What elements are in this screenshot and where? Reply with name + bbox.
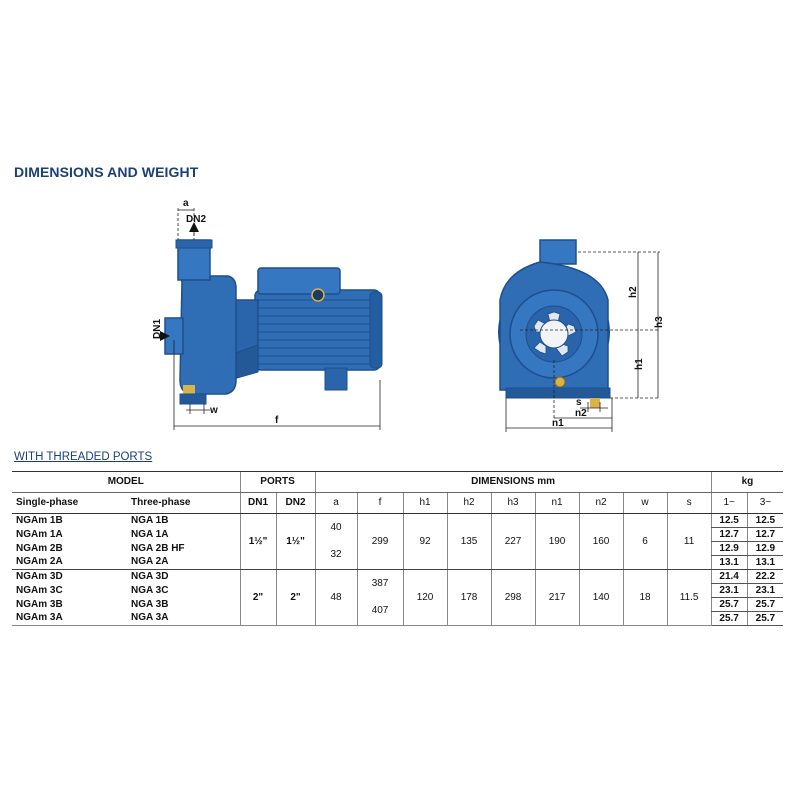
header-dimensions: DIMENSIONS mm [314,471,712,493]
g1-a-top: 40 [314,513,358,542]
single-phase-model: NGAm 1B [16,514,63,526]
single-phase-model: NGAm 2B [16,542,63,554]
header-dn1: DN1 [239,492,277,514]
single-phase-model: NGAm 2A [12,555,127,570]
kg-single: 12.7 [710,527,748,542]
header-n2: n2 [578,492,624,514]
page-title: DIMENSIONS AND WEIGHT [14,164,199,180]
label-h1: h1 [634,358,645,370]
table-row: NGAm 1A NGA 1A 12.7 12.7 [12,527,784,542]
label-s: s [576,397,582,408]
three-phase-model: NGA 1A [131,528,169,540]
g2-h1: 120 [402,569,448,626]
kg-three: 13.1 [746,555,784,570]
header-three-phase: Three-phase [127,492,241,514]
kg-three: 23.1 [746,583,784,598]
g1-h2: 135 [446,513,492,570]
header-w: w [622,492,668,514]
single-phase-model: NGAm 3A [12,611,127,626]
header-s: s [666,492,712,514]
header-ports: PORTS [239,471,316,493]
g2-s: 11.5 [666,569,712,626]
kg-three: 25.7 [746,597,784,612]
kg-three: 22.2 [746,569,784,584]
table-row: NGAm 3C NGA 3C 23.1 23.1 [12,583,784,598]
header-a: a [314,492,358,514]
g2-n2: 140 [578,569,624,626]
three-phase-model: NGA 2A [127,555,241,570]
kg-single: 12.9 [710,541,748,556]
label-dn2: DN2 [186,214,206,225]
single-phase-model: NGAm 3C [16,584,63,596]
three-phase-model: NGA 1B [131,514,169,526]
g2-n1: 217 [534,569,580,626]
label-dn1: DN1 [152,319,163,339]
label-h3: h3 [654,316,665,328]
header-h2: h2 [446,492,492,514]
kg-three: 12.7 [746,527,784,542]
pump-side-view: a DN2 DN1 w f [152,198,383,430]
table-row: NGAm 1B NGA 1B 1½" 1½" 40 299 92 135 227… [12,513,784,570]
label-a: a [183,198,189,209]
g2-f-top: 387 [356,569,404,598]
table-row: NGAm 3D NGA 3D 2" 2" 48 387 120 178 298 … [12,569,784,626]
three-phase-model: NGA 3D [131,570,169,582]
pump-front-view: h2 h3 h1 s n2 n1 [498,239,665,432]
kg-single: 21.4 [710,569,748,584]
label-w: w [209,405,218,416]
kg-three: 12.5 [746,513,784,528]
g1-n1: 190 [534,513,580,570]
kg-three: 25.7 [746,611,784,626]
g2-a: 48 [314,569,358,626]
g1-s: 11 [666,513,712,570]
label-n2: n2 [575,408,587,419]
g1-dn2: 1½" [275,513,316,570]
g2-w: 18 [622,569,668,626]
header-h1: h1 [402,492,448,514]
kg-single: 25.7 [710,611,748,626]
header-f: f [356,492,404,514]
g2-f-bottom: 407 [356,597,404,626]
table-row: NGAm 2B NGA 2B HF 32 12.9 12.9 [12,541,784,570]
g1-w: 6 [622,513,668,570]
g2-dn2: 2" [275,569,316,626]
label-f: f [275,415,279,426]
single-phase-model: NGAm 3B [16,598,63,610]
kg-single: 13.1 [710,555,748,570]
kg-three: 12.9 [746,541,784,556]
single-phase-model: NGAm 3D [16,570,63,582]
g1-a-bottom: 32 [314,541,358,570]
header-single-phase: Single-phase [12,492,127,514]
g1-dn1: 1½" [239,513,277,570]
header-dn2: DN2 [275,492,316,514]
three-phase-model: NGA 3C [131,584,169,596]
kg-single: 12.5 [710,513,748,528]
header-h3: h3 [490,492,536,514]
header-kg3: 3~ [746,492,784,514]
kg-single: 23.1 [710,583,748,598]
g1-h1: 92 [402,513,448,570]
three-phase-model: NGA 2B HF [131,542,185,554]
header-n1: n1 [534,492,580,514]
label-n1: n1 [552,418,564,429]
three-phase-model: NGA 3B [131,598,169,610]
label-h2: h2 [628,286,639,298]
g2-h3: 298 [490,569,536,626]
table-row: NGAm 3B NGA 3B 407 25.7 25.7 [12,597,784,626]
single-phase-model: NGAm 1A [16,528,63,540]
section-label-threaded-ports: WITH THREADED PORTS [14,451,153,463]
g1-n2: 160 [578,513,624,570]
g2-h2: 178 [446,569,492,626]
header-model: MODEL [12,471,241,493]
g2-dn1: 2" [239,569,277,626]
dimensions-table: MODEL PORTS DIMENSIONS mm kg Single-phas… [12,471,784,626]
g1-h3: 227 [490,513,536,570]
three-phase-model: NGA 3A [127,611,241,626]
pump-drawings: a DN2 DN1 w f [152,198,665,432]
table-row: NGAm 2A NGA 2A 13.1 13.1 [12,555,784,570]
header-kg1: 1~ [710,492,748,514]
header-kg: kg [710,471,784,493]
kg-single: 25.7 [710,597,748,612]
g1-f: 299 [356,513,404,570]
